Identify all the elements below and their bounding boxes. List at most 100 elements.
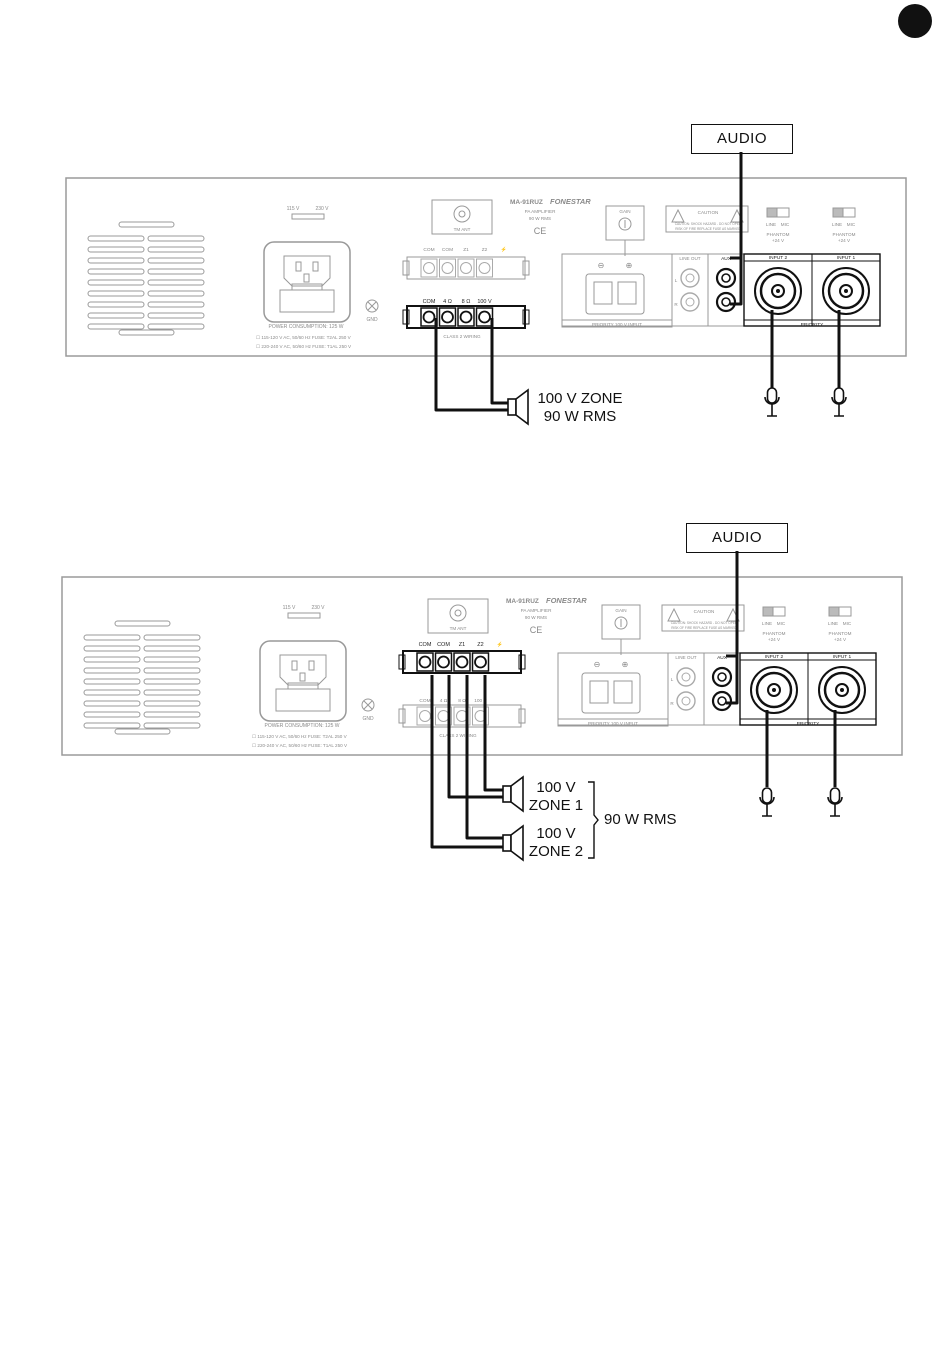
iec-pin (295, 261, 302, 272)
zone1-label: 100 V ZONE 1 (521, 779, 591, 815)
terminal-bottom-label: COM (423, 299, 436, 305)
caution-text1: CAUTION: SHOCK HAZARD - DO NOT OPEN (675, 222, 742, 226)
total-power-label: 90 W RMS (604, 811, 677, 828)
vent-slot (83, 689, 141, 696)
xlr-inner-ring (755, 671, 793, 709)
power-socket (263, 241, 351, 323)
vent-slot (87, 279, 145, 286)
terminal-strip (406, 256, 526, 280)
terminal-top-label: Z2 (477, 642, 483, 648)
vent-slot (147, 323, 205, 330)
brace-icon (588, 781, 599, 859)
rca-center (685, 297, 695, 307)
gnd-screw (361, 698, 375, 712)
vent-slot (87, 257, 145, 264)
switch-mic-label: MIC (781, 222, 790, 227)
fuse-230-text: ☐ 220-240 V AC, 50/60 Hz FUSE: T1AL 250 … (252, 743, 348, 748)
vent-slot (118, 329, 175, 336)
gain-knob (614, 616, 628, 630)
push-terminal (613, 680, 633, 704)
rating-line2: 90 W RMS (525, 615, 547, 620)
terminal-screw (418, 655, 432, 669)
vent-slot (87, 323, 145, 330)
voltage-switch (291, 213, 325, 220)
terminal-top-label: COM (437, 642, 450, 648)
rca-center (717, 672, 727, 682)
vent-slot (143, 667, 201, 674)
phantom-label: PHANTOM (767, 232, 790, 237)
gain-knob (618, 217, 632, 231)
audio-callout-1: AUDIO (691, 124, 793, 154)
speaker-wire-100v (490, 318, 508, 405)
terminal-cell (439, 258, 456, 278)
vent-slot (83, 634, 141, 641)
terminal-top-label: COM (442, 247, 453, 253)
gnd-cross (367, 301, 377, 311)
xlr-inner-ring (759, 272, 797, 310)
plus-icon: ⊕ (622, 660, 629, 669)
vent-slot (83, 678, 141, 685)
fuse-230-text: ☐ 220-240 V AC, 50/60 Hz FUSE: T1AL 250 … (256, 344, 352, 349)
vent-slot (87, 312, 145, 319)
terminal-bottom-label: 8 Ω (462, 299, 471, 305)
power-consumption-text: POWER CONSUMPTION: 125 W (268, 324, 343, 330)
vent-slot (87, 290, 145, 297)
switch-knob (828, 606, 840, 617)
microphone-icon (827, 787, 843, 817)
terminal-screw (441, 262, 454, 274)
power-consumption-text: POWER CONSUMPTION: 125 W (264, 723, 339, 729)
vent-slot (147, 268, 205, 275)
power-socket (259, 640, 347, 722)
strip-tab (402, 260, 410, 276)
jack-pin (844, 289, 848, 293)
rca-center (681, 696, 691, 706)
strip-tab (518, 654, 526, 670)
switch-line-label: LINE (762, 621, 772, 626)
plus-icon: ⊕ (626, 261, 633, 270)
brand-label: FONESTAR (550, 197, 591, 206)
caution-title: CAUTION (698, 210, 719, 215)
rca-center (717, 696, 727, 706)
xlr-combo-jack (818, 666, 866, 714)
hazard-bolt-icon: ⚡ (501, 246, 507, 253)
xlr-dividers (744, 254, 880, 326)
jack-pin (776, 289, 780, 293)
speaker-zone-label: 100 V ZONE 90 W RMS (530, 390, 630, 426)
line-out-rca-jack (676, 667, 696, 687)
rating-line1: PA AMPLIFIER (521, 608, 552, 613)
input1-label: INPUT 1 (833, 654, 852, 660)
switch-mic-label: MIC (843, 621, 852, 626)
xlr-inner-ring (823, 671, 861, 709)
terminal-bottom-label: 8 Ω (458, 698, 466, 704)
switch-mic-label: MIC (777, 621, 786, 626)
vent-slot (147, 312, 205, 319)
switch-line-label: LINE (828, 621, 838, 626)
iec-pin (312, 261, 319, 272)
vent-slot (83, 667, 141, 674)
antenna-connector (453, 205, 471, 223)
jack-center (767, 683, 781, 697)
aux-rca-jack (715, 267, 737, 289)
xlr-dividers (740, 653, 876, 725)
input2-label: INPUT 2 (769, 255, 788, 261)
fuse-115-text: ☐ 115-120 V AC, 50/60 Hz FUSE: T2AL 250 … (252, 734, 348, 739)
strip-tab (398, 654, 406, 670)
priority-label: PRIORITY (797, 721, 820, 727)
speaker-power-line2: 90 W RMS (543, 408, 617, 425)
terminal-bottom-label: 100 V (477, 299, 492, 305)
terminal-strip (406, 305, 526, 329)
gnd-label: GND (366, 317, 378, 323)
vent-slot (147, 246, 205, 253)
jack-center (839, 284, 853, 298)
hazard-bolt-icon: ⚡ (497, 641, 503, 648)
terminal-screw (459, 310, 473, 324)
page-marker-dot (898, 4, 932, 38)
rating-line1: PA AMPLIFIER (525, 209, 556, 214)
vent-slot (147, 279, 205, 286)
terminal-bottom-label: 4 Ω (440, 698, 448, 704)
terminal-cell (457, 258, 475, 278)
